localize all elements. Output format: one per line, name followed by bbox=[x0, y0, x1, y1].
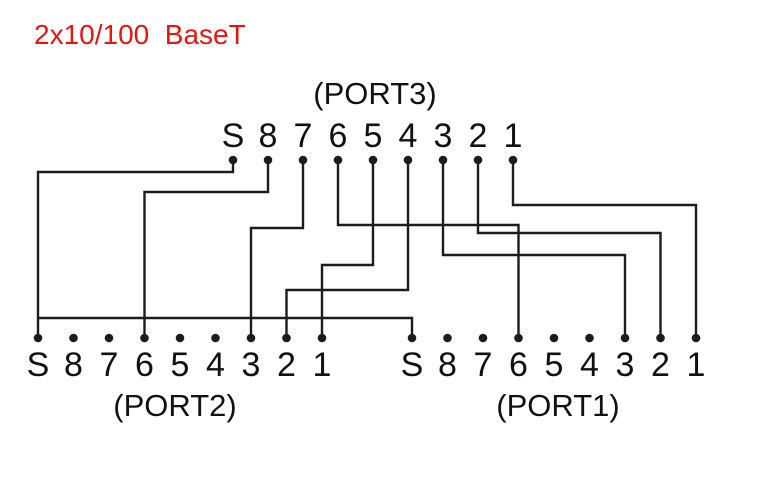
port1-pin-label-5: 5 bbox=[544, 346, 564, 384]
wire-port3.3-to-port1.3 bbox=[441, 160, 627, 338]
wire-port3.S-to-port2.S bbox=[36, 160, 235, 338]
wire-port3.6-to-port1.6 bbox=[336, 160, 520, 338]
port2-pin-label-3: 3 bbox=[241, 346, 261, 384]
port2-pin-dot-4 bbox=[211, 333, 220, 343]
port3-pin-label-3: 3 bbox=[433, 117, 453, 155]
port1-pin-label-8: 8 bbox=[438, 346, 457, 384]
port2-pin-label-S: S bbox=[26, 346, 50, 384]
wire-port3.5-to-port2.1 bbox=[320, 160, 375, 338]
diagram-title: 2x10/100 BaseT bbox=[34, 19, 246, 50]
wire-port3.8-to-port2.6 bbox=[143, 160, 270, 338]
port2-pin-label-1: 1 bbox=[312, 346, 332, 384]
port2-pin-dot-7 bbox=[104, 333, 114, 343]
port2-pin-dot-5 bbox=[175, 333, 185, 343]
wire-port3.2-to-port1.2 bbox=[476, 160, 662, 338]
port1-pin-dot-8 bbox=[443, 333, 452, 343]
port3-label: (PORT3) bbox=[313, 76, 437, 111]
port2-pin-label-6: 6 bbox=[135, 346, 154, 384]
port2-pin-label-8: 8 bbox=[64, 346, 83, 384]
port1-pin-label-4: 4 bbox=[580, 346, 599, 384]
port2-pin-dot-8 bbox=[69, 333, 78, 343]
wire-port3.7-to-port2.3 bbox=[249, 160, 305, 338]
port3-pin-label-4: 4 bbox=[398, 117, 418, 155]
port1-pin-dot-4 bbox=[585, 333, 594, 343]
port3-pin-label-8: 8 bbox=[258, 117, 278, 155]
port1-pin-label-6: 6 bbox=[509, 346, 528, 384]
port1-pin-label-1: 1 bbox=[686, 346, 706, 384]
port1-pin-label-S: S bbox=[400, 346, 424, 384]
port3-pin-label-7: 7 bbox=[293, 117, 313, 155]
port3-pin-label-2: 2 bbox=[468, 117, 488, 155]
port2-label: (PORT2) bbox=[113, 388, 237, 423]
wire-port3.1-to-port1.1 bbox=[511, 160, 698, 338]
port3-pin-label-5: 5 bbox=[363, 117, 383, 155]
wire-port3.S-to-port1.S bbox=[38, 316, 414, 338]
port2-pin-label-5: 5 bbox=[170, 346, 190, 384]
port3-pin-label-6: 6 bbox=[328, 117, 348, 155]
port3-pin-label-1: 1 bbox=[503, 117, 523, 155]
port1-pin-dot-5 bbox=[549, 333, 559, 343]
port1-pin-label-7: 7 bbox=[473, 346, 493, 384]
port2-pin-label-4: 4 bbox=[206, 346, 225, 384]
port2-pin-label-2: 2 bbox=[277, 346, 296, 384]
port1-label: (PORT1) bbox=[496, 388, 620, 423]
wire-port3.4-to-port2.2 bbox=[285, 160, 410, 338]
port1-pin-label-3: 3 bbox=[615, 346, 635, 384]
port3-pin-label-S: S bbox=[221, 117, 245, 155]
port1-pin-label-2: 2 bbox=[651, 346, 670, 384]
port2-pin-label-7: 7 bbox=[99, 346, 119, 384]
port1-pin-dot-7 bbox=[478, 333, 488, 343]
